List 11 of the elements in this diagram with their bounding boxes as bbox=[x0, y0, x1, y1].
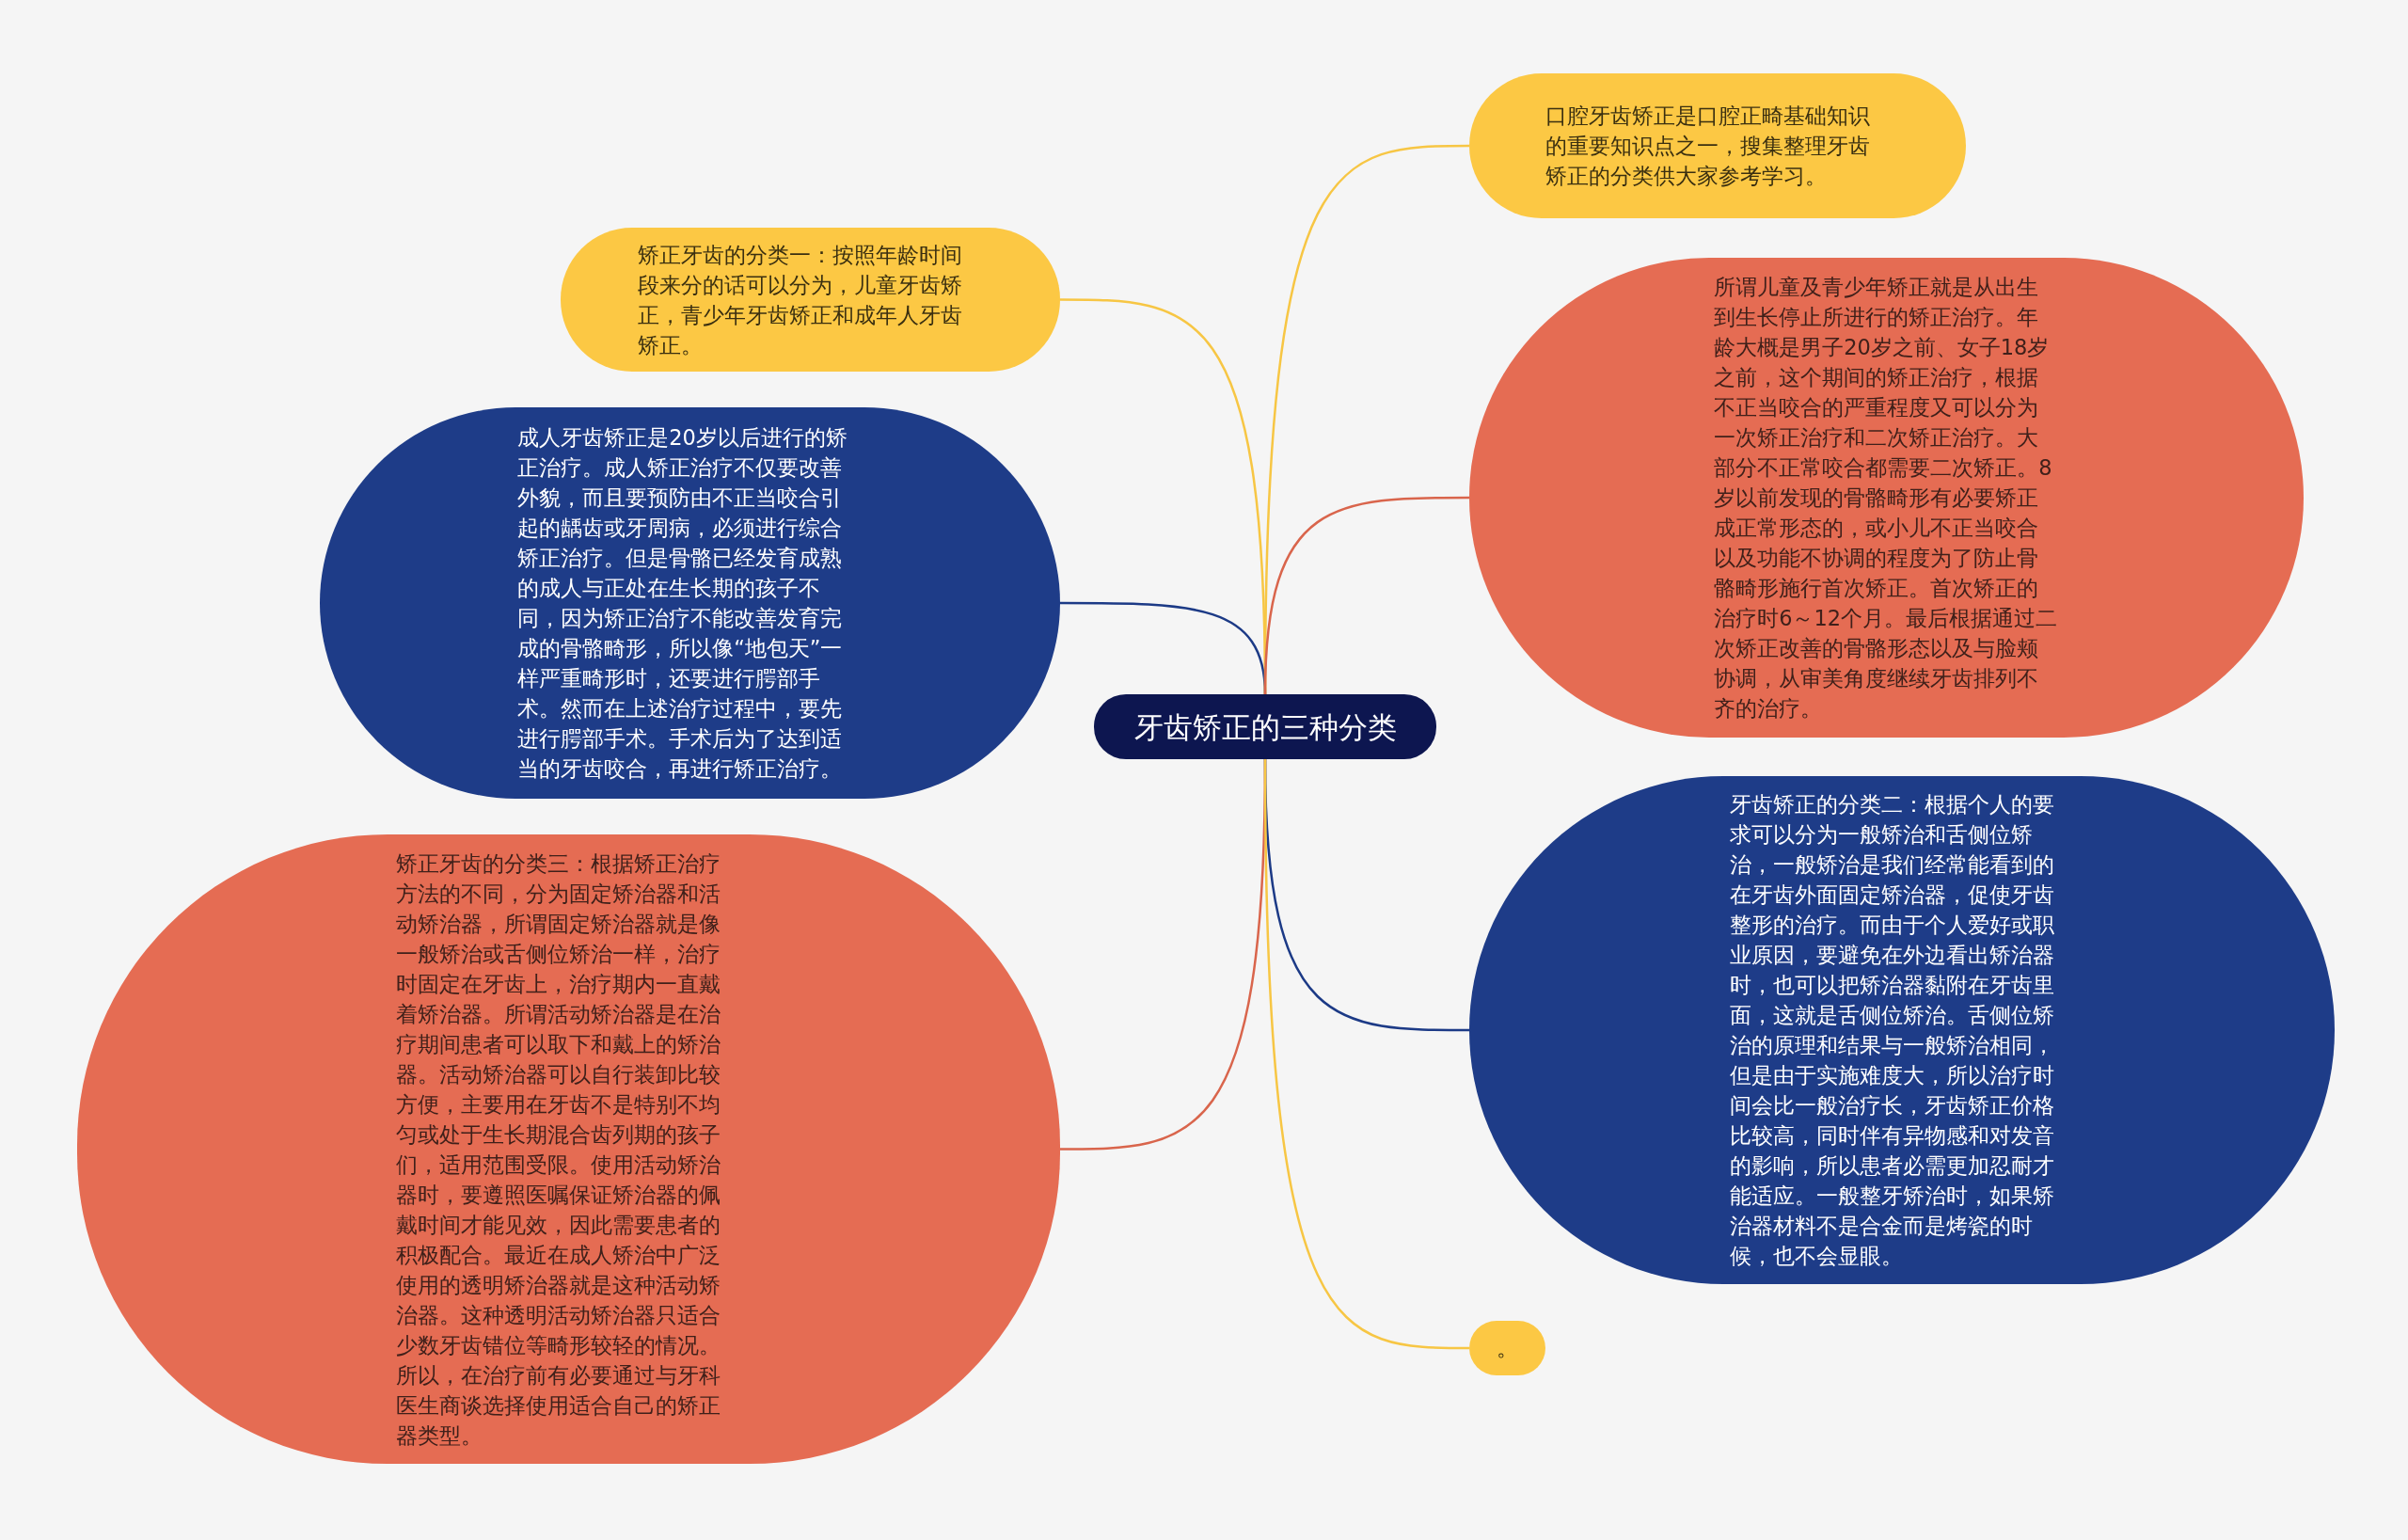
topic-title: 牙齿矫正的三种分类 bbox=[1133, 708, 1397, 746]
connector bbox=[1263, 759, 1469, 1350]
bubble-text: 牙齿矫正的分类二：根据个人的要求可以分为一般矫治和舌侧位矫治，一般矫治是我们经常能看到的在牙齿外面固定矫治器，促使牙齿整形的治疗。而由于个人爱好或职业原因，要避免在外边看出矫治器时，也可以把矫治器黏附在牙齿里面，这就是舌侧位矫治。舌侧位矫治的原理和结果与一般矫治相同，但是由于实施难度大，所以治疗时间会比一般治疗长，牙齿矫正价格比较高，同时伴有异物感和对发音的影响，所以患者必需更加忍耐才能适应。一般整牙矫治时，如果矫治器材料不是合金而是烤瓷的时候，也不会显眼。 bbox=[1729, 791, 2055, 1270]
connector bbox=[1263, 496, 1469, 695]
bubble-text: 口腔牙齿矫正是口腔正畸基础知识的重要知识点之一，搜集整理牙齿矫正的分类供大家参考学习。 bbox=[1545, 103, 1871, 190]
bubble-text: 所谓儿童及青少年矫正就是从出生到生长停止所进行的矫正治疗。年龄大概是男子20岁之前、女子18岁之前，这个期间的矫正治疗，根据不正当咬合的严重程度又可以分为一次矫正治疗和二次矫正治疗。大部分不正常咬合都需要二次矫正。8岁以前发现的骨骼畸形有必要矫正成正常形态的，或小儿不正当咬合以及功能不协调的程度为了防止骨骼畸形施行首次矫正。首次矫正的治疗时6～12个月。最后根据通过二次矫正改善的骨骼形态以及与脸颊协调，从审美角度继续牙齿排列不齐的治疗。 bbox=[1714, 274, 2059, 722]
topic-bubble bbox=[1469, 1321, 1545, 1375]
bubble-text: 成人牙齿矫正是20岁以后进行的矫正治疗。成人矫正治疗不仅要改善外貌，而且要预防由不正当咬合引起的龋齿或牙周病，必须进行综合矫正治疗。但是骨骼已经发育成熟的成人与正处在生长期的孩子不同，因为矫正治疗不能改善发育完成的骨骼畸形，所以像“地包天”一样严重畸形时，还要进行腭部手术。然而在上述治疗过程中，要先进行腭部手术。手术后为了达到适当的牙齿咬合，再进行矫正治疗。 bbox=[517, 424, 848, 783]
bubble-text: 矫正牙齿的分类一：按照年龄时间段来分的话可以分为，儿童牙齿矫正，青少年牙齿矫正和成年人牙齿矫正。 bbox=[638, 241, 964, 359]
bubble-text: 。 bbox=[1497, 1335, 1518, 1362]
bubble-text: 矫正牙齿的分类三：根据矫正治疗方法的不同，分为固定矫治器和活动矫治器，所谓固定矫治器就是像一般矫治或舌侧位矫治一样，治疗时固定在牙齿上，治疗期内一直戴着矫治器。所谓活动矫治器是在治疗期间患者可以取下和戴上的矫治器。活动矫治器可以自行装卸比较方便，主要用在牙齿不是特别不均匀或处于生长期混合齿列期的孩子们，适用范围受限。使用活动矫治器时，要遵照医嘱保证矫治器的佩戴时间才能见效，因此需要患者的积极配合。最近在成人矫治中广泛使用的透明矫治器就是这种活动矫治器。这种透明活动矫治器只适合少数牙齿错位等畸形较轻的情况。所以，在治疗前有必要通过与牙科医生商谈选择使用适合自己的矫正器类型。 bbox=[396, 849, 722, 1450]
